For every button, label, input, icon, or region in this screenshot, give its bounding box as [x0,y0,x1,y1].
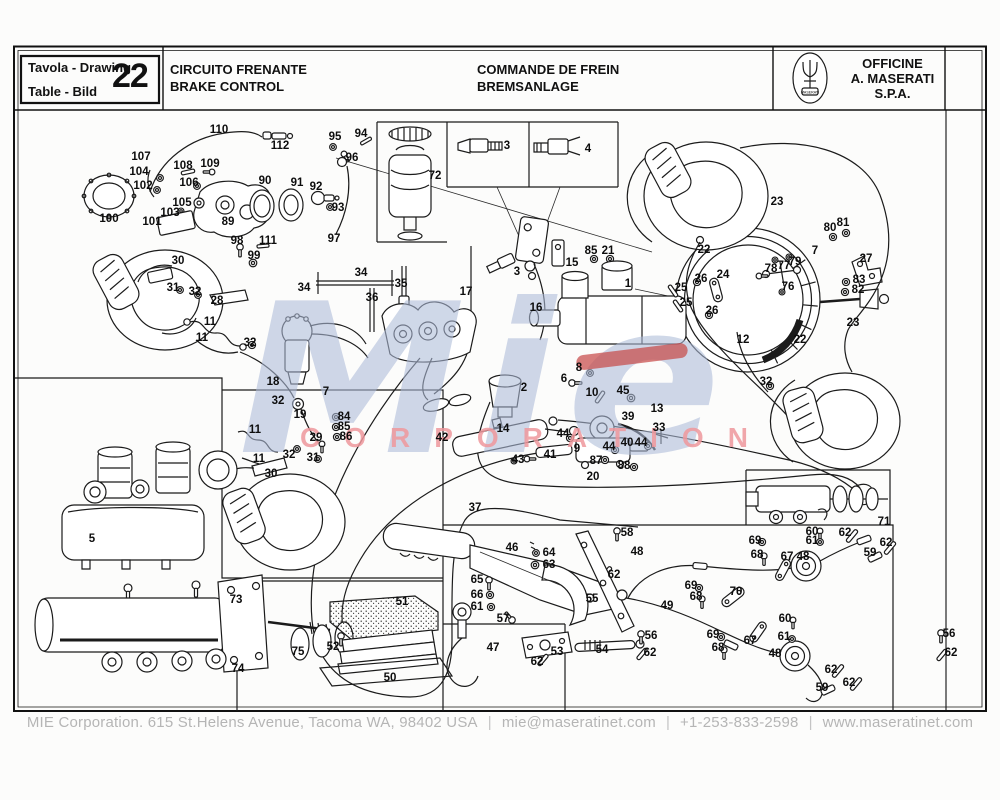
distributor-unit [282,314,368,384]
brake-switches [458,137,580,155]
tandem-master-cylinder [530,261,687,405]
footer-email: mie@maseratinet.com [501,714,656,731]
slave-cylinder-71 [746,486,888,524]
hose-110-fittings [148,132,373,236]
footer-address: MIE Corporation. 615 St.Helens Avenue, T… [26,714,478,731]
company-line2: A. MASERATI [850,71,935,86]
tavola-label-line1: Tavola - Drawing [28,60,132,75]
logo-banner-text: MASERATI [801,90,819,94]
title-french: COMMANDE DE FREIN [477,62,620,77]
leader-line [336,158,652,252]
footer-phone: +1-253-833-2598 [680,714,799,731]
fluid-reservoir-72 [389,127,431,240]
handbrake-cables [617,527,949,701]
junction-bracket [486,216,615,340]
footer: MIE Corporation. 615 St.Helens Avenue, T… [0,714,1000,731]
title-english: BRAKE CONTROL [170,79,285,94]
footer-separator: | [487,714,492,731]
engine-manifold [382,302,476,414]
brake-booster [635,226,889,372]
title-german: BREMSANLAGE [477,79,579,94]
front-hoses-11 [176,286,257,353]
rear-right-disc [770,373,900,469]
clutch-master-cylin [451,375,578,458]
gasket-100 [82,173,136,219]
footer-separator: | [665,714,671,731]
pedal-pad-gaiter [320,596,452,686]
boxed-disc-assembly [219,458,345,570]
caliper-body-89 [194,181,339,268]
reservoir-5 [62,442,237,569]
title-italian: CIRCUITO FRENANTE [170,62,307,77]
company-line1: OFFICINE [862,56,923,71]
company-line3: S.P.A. [874,86,911,101]
master-cylinder-73-74 [35,575,353,672]
footer-website: www.maseratinet.com [822,714,974,731]
front-right-disc [627,138,768,250]
maserati-logo: MASERATI [793,53,827,103]
brake-pipes [238,143,889,697]
rear-union-fittings [667,228,882,320]
drawing-number: 22 [112,57,149,95]
page-border [14,47,986,712]
footer-separator: | [808,714,813,731]
tavola-label-line2: Table - Bild [28,84,98,99]
front-drum-assembly [88,250,223,350]
handbrake-lever [382,522,644,687]
master-cylinder-9 [510,416,653,472]
